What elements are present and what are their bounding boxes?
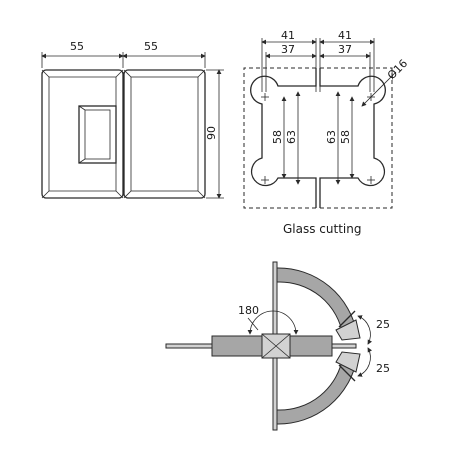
hole-right-outer-label: 63 [325,130,338,144]
glass-cutting-caption: Glass cutting [283,222,361,236]
cut-outer-right-label: 41 [338,29,352,42]
offset-lower-label: 25 [376,362,390,375]
cut-outer-left-label: 41 [281,29,295,42]
hole-left-outer-label: 63 [285,130,298,144]
glass-cutting-view: 41 37 41 37 Ø16 58 63 63 58 Glass cuttin [243,29,410,236]
hole-diameter-label: Ø16 [385,57,410,82]
hinge-rotation-view: 180 25 25 [165,261,390,431]
hole-right-inner-label: 58 [339,130,352,144]
offset-upper-label: 25 [376,318,390,331]
swing-angle-label: 180 [238,304,259,317]
front-height-label: 90 [205,126,218,140]
hinge-right-plate [123,69,206,199]
hinge-barrel [78,105,117,164]
front-width-right-label: 55 [144,40,158,53]
hole-left-inner-label: 58 [271,130,284,144]
cut-inner-left-label: 37 [281,43,295,56]
cut-inner-right-label: 37 [338,43,352,56]
hinge-front-view: 55 55 90 [41,40,224,199]
front-width-left-label: 55 [70,40,84,53]
hinge-left-plate [41,69,124,199]
